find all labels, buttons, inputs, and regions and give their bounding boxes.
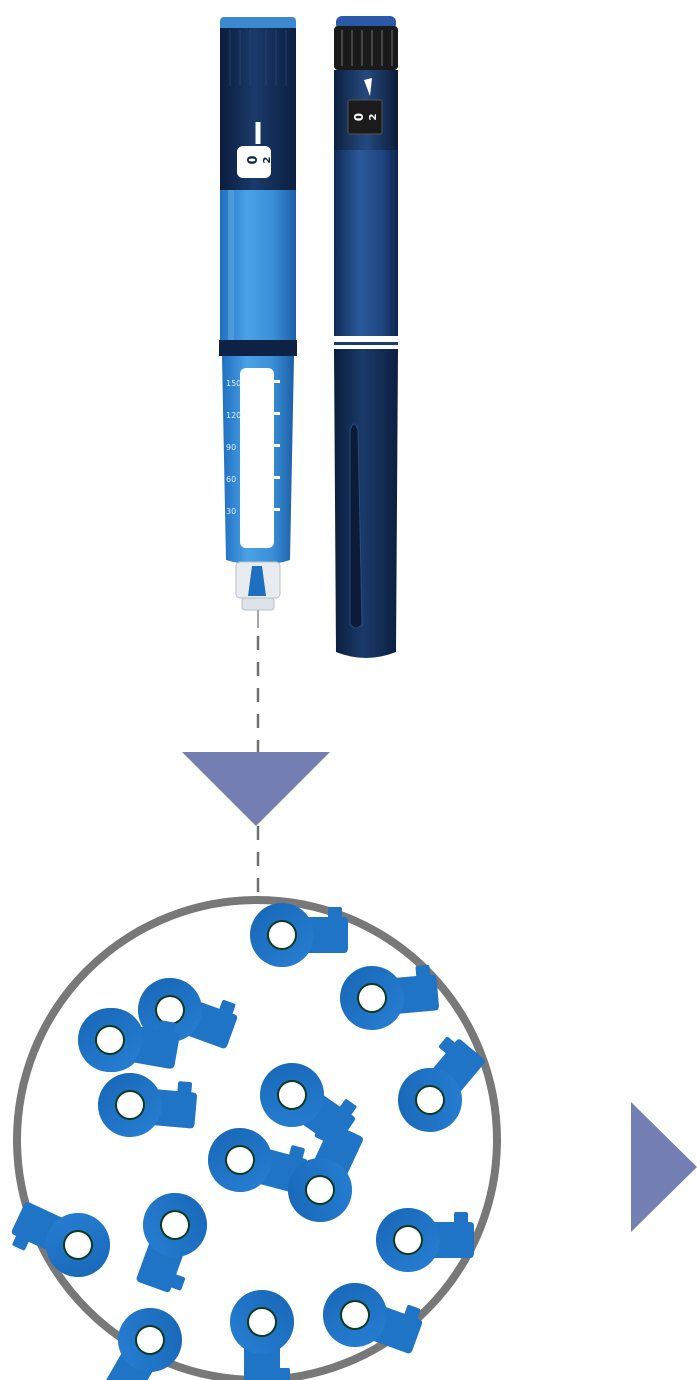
particle-icon (11, 1202, 110, 1277)
cartridge-window (240, 368, 274, 548)
pen-body (220, 190, 296, 340)
scale-60: 60 (226, 475, 236, 484)
dose-window: 0 2 (237, 122, 273, 178)
dose-window: 0 2 (347, 78, 383, 135)
particle-icon (288, 1123, 363, 1222)
particle-icon (102, 1308, 182, 1380)
particle-icon (138, 978, 238, 1049)
scale-120: 120 (226, 411, 241, 420)
pen-body (334, 150, 398, 336)
particle-group (11, 903, 485, 1380)
needle-hub (235, 561, 281, 628)
particle-icon (340, 965, 439, 1030)
dose-knob (334, 26, 398, 70)
scale-90: 90 (226, 443, 236, 452)
injection-pen-right: 0 2 (334, 16, 398, 658)
injection-pen-left: 0 2 150 120 90 60 30 (219, 17, 297, 628)
dose-number-0: 0 (246, 155, 261, 164)
scale-30: 30 (226, 507, 236, 516)
particle-icon (250, 903, 348, 967)
particle-icon (376, 1208, 474, 1272)
pen-top-rim (220, 17, 296, 31)
dose-number-2: 2 (262, 156, 273, 163)
scale-ticks (274, 380, 280, 511)
pen-cap (334, 349, 398, 658)
particle-icon (323, 1283, 423, 1354)
particle-icon (78, 1008, 178, 1072)
scale-150: 150 (226, 379, 241, 388)
right-arrow-icon (631, 1102, 697, 1232)
dose-number-0: 0 (352, 113, 366, 121)
down-arrow-icon (182, 752, 330, 826)
cap-clip (349, 423, 363, 629)
particle-icon (98, 1073, 197, 1137)
scale-labels: 150 120 90 60 30 (226, 379, 241, 516)
pen-band (219, 340, 297, 356)
dose-number-2: 2 (368, 113, 379, 120)
dose-knob (220, 28, 296, 88)
magnified-view (11, 896, 501, 1380)
particle-icon (136, 1193, 207, 1293)
particle-icon (398, 1036, 485, 1132)
particle-icon (230, 1290, 294, 1380)
